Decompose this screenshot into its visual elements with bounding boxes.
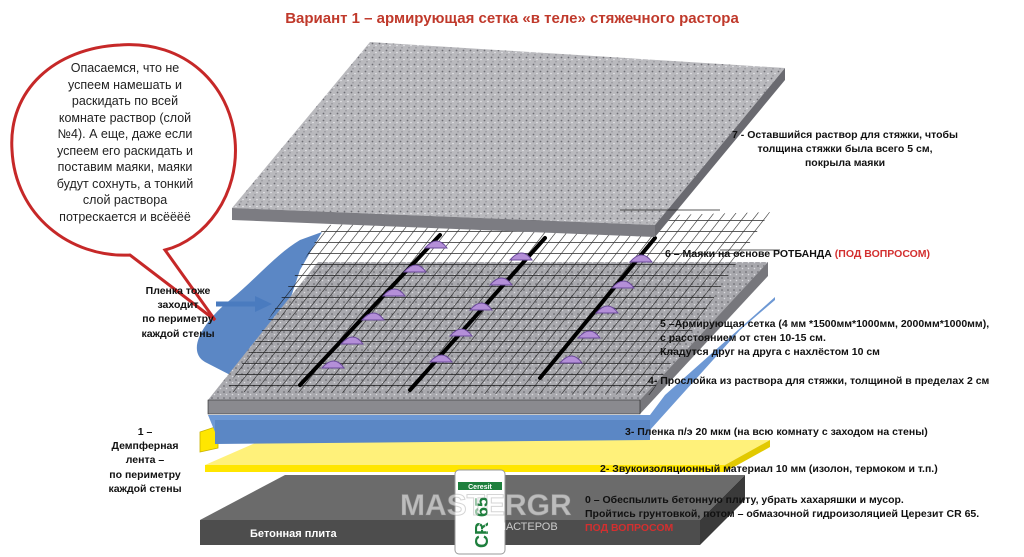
film-note-line: по периметру bbox=[142, 313, 214, 326]
damper-tape bbox=[199, 425, 219, 453]
watermark-sub: ОД МАСТЕРОВ bbox=[478, 521, 558, 533]
damper-note: 1 – Демпферная лента – по периметру кажд… bbox=[100, 425, 190, 496]
arrow-icon bbox=[216, 296, 272, 312]
layer-2-label: 2- Звукоизоляционный материал 10 мм (изо… bbox=[600, 463, 938, 475]
layer-4-label: 4- Прослойка из раствора для стяжки, тол… bbox=[648, 375, 990, 387]
layer-7-label: 7 - Оставшийся раствор для стяжки, чтобы… bbox=[720, 128, 970, 171]
layer-6-label: 6 – Маяки на основе РОТБАНДА (ПОД ВОПРОС… bbox=[665, 247, 930, 261]
layer-0-line: Пройтись грунтовкой, потом – обмазочной … bbox=[585, 508, 980, 521]
diagram-title: Вариант 1 – армирующая сетка «в теле» ст… bbox=[285, 10, 739, 27]
speech-bubble bbox=[10, 43, 237, 322]
insulation-layer bbox=[205, 440, 770, 472]
layer-5-line: Кладутся друг на друга с нахлёстом 10 см bbox=[660, 346, 880, 359]
bubble-line: раскидать по всей bbox=[71, 94, 179, 108]
film-note-line: Пленка тоже заходит bbox=[145, 285, 211, 312]
layer-3-label: 3- Пленка п/э 20 мкм (на всю комнату с з… bbox=[625, 426, 928, 438]
layer-5-label: 5 –Армирующая сетка (4 мм *1500мм*1000мм… bbox=[660, 317, 1020, 360]
layer-0-line: 0 – Обеспылить бетонную плиту, убрать ха… bbox=[585, 494, 904, 506]
layer-7-line: покрыла маяки bbox=[804, 157, 886, 170]
film-note: Пленка тоже заходит по периметру каждой … bbox=[128, 284, 228, 341]
layer-0-warning: ПОД ВОПРОСОМ bbox=[585, 522, 674, 535]
bag-model: CR 65 bbox=[472, 497, 492, 548]
layer-6-warning: (ПОД ВОПРОСОМ) bbox=[834, 248, 931, 260]
layer-5-line: 5 –Армирующая сетка (4 мм *1500мм*1000мм… bbox=[660, 318, 990, 330]
bubble-line: успеем намешать и bbox=[68, 77, 182, 92]
layer-0-label: 0 – Обеспылить бетонную плиту, убрать ха… bbox=[585, 493, 1005, 536]
bubble-line: будут сохнуть, а тонкий bbox=[56, 176, 194, 191]
bubble-line: комнате раствор (слой bbox=[58, 110, 192, 125]
bubble-line: потрескается и всёёёё bbox=[59, 209, 191, 224]
beacon-blobs bbox=[320, 240, 653, 369]
bubble-line: Опасаемся, что не bbox=[70, 61, 180, 75]
layer-6-text: 6 – Маяки на основе РОТБАНДА bbox=[665, 248, 832, 260]
watermark-main: MASTERGR bbox=[400, 489, 572, 522]
top-screed-slab bbox=[232, 42, 785, 237]
damper-note-line: по периметру bbox=[109, 468, 181, 481]
layer-7-line: 7 - Оставшийся раствор для стяжки, чтобы bbox=[732, 129, 958, 141]
damper-note-line: лента – bbox=[125, 454, 165, 467]
film-note-line: каждой стены bbox=[141, 327, 215, 340]
ceresit-bag-icon: Ceresit CR 65 bbox=[454, 469, 506, 555]
layer-7-line: толщина стяжки была всего 5 см, bbox=[757, 143, 933, 156]
bag-brand: Ceresit bbox=[468, 484, 492, 491]
damper-note-line: Демпферная bbox=[111, 440, 179, 453]
bubble-line: успеем его раскидать и bbox=[56, 143, 194, 158]
damper-note-line: 1 – bbox=[137, 426, 153, 438]
leader-lines bbox=[620, 209, 780, 251]
bubble-line: слой раствора bbox=[82, 193, 168, 207]
bubble-line: №4). А еще, даже если bbox=[57, 127, 193, 141]
layer-5-line: с расстоянием от стен 10-15 см. bbox=[660, 332, 826, 345]
slab-label: Бетонная плита bbox=[250, 528, 338, 540]
damper-note-line: каждой стены bbox=[108, 482, 182, 495]
bubble-line: поставим маяки, маяки bbox=[57, 160, 193, 174]
bubble-text: Опасаемся, что не успеем намешать и раск… bbox=[40, 60, 210, 225]
